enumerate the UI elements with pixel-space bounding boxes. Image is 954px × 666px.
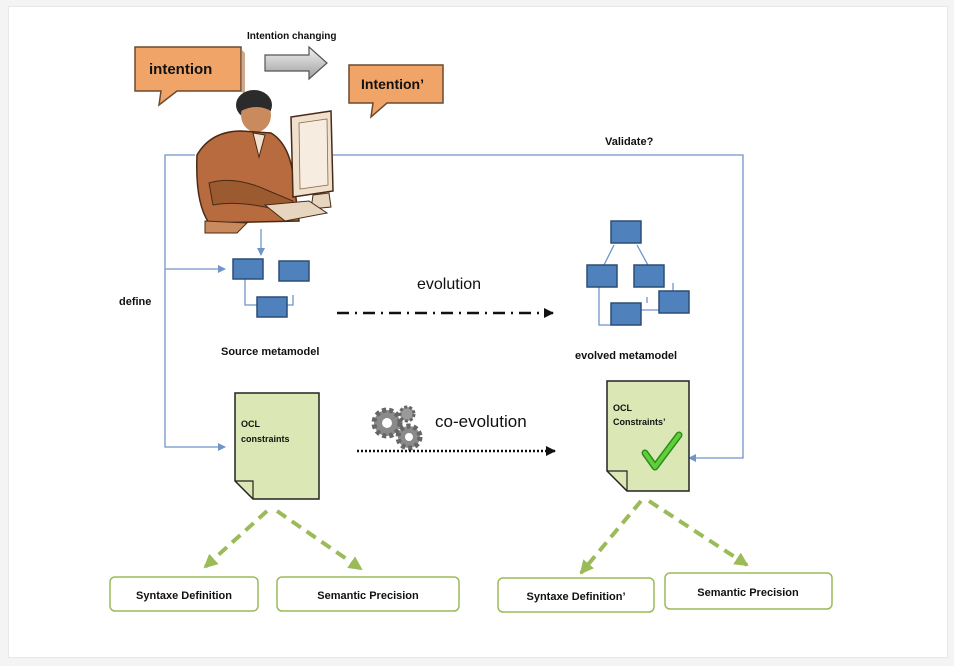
evolved-metamodel-diagram (586, 220, 690, 326)
syntax-definition-box-left: Syntaxe Definition (109, 576, 259, 612)
source-metamodel-label: Source metamodel (221, 346, 319, 358)
semantic-precision-box-right: Semantic Precision (664, 572, 833, 610)
ocl-left-line1: OCL (241, 419, 261, 429)
connectors (164, 154, 744, 462)
syntax-left-text: Syntaxe Definition (136, 590, 232, 602)
intention-changing-label: Intention changing (247, 31, 336, 42)
metamodel-node (278, 260, 310, 282)
metamodel-node (658, 290, 690, 314)
intention-text: intention (149, 61, 212, 78)
semantic-right-text: Semantic Precision (697, 587, 799, 599)
define-label: define (119, 296, 151, 308)
ocl-constraints-document (234, 392, 320, 500)
ocl-left-line2: constraints (241, 434, 290, 444)
metamodel-node (256, 296, 288, 318)
checkmark-icon (641, 431, 683, 471)
ocl-right-line2: Constraints’ (613, 417, 666, 427)
semantic-left-text: Semantic Precision (317, 590, 419, 602)
evolved-metamodel-label: evolved metamodel (575, 350, 677, 362)
syntax-right-text: Syntaxe Definition’ (526, 591, 625, 603)
metamodel-node (633, 264, 665, 288)
metamodel-node (610, 220, 642, 244)
green-dashed-arrows (203, 499, 749, 575)
intention-prime-bubble: Intention’ (348, 64, 444, 119)
metamodel-node (586, 264, 618, 288)
intention-bubble: intention (134, 46, 245, 107)
diagram-svg: intention Intention’ Intention changing … (109, 31, 833, 613)
evolution-label: evolution (417, 276, 481, 293)
source-metamodel-diagram (232, 258, 310, 318)
validate-label: Validate? (605, 136, 654, 148)
intention-prime-text: Intention’ (361, 76, 424, 92)
ocl-constraints-evolved-document (606, 380, 690, 492)
ocl-right-line1: OCL (613, 403, 633, 413)
diagram-canvas: intention Intention’ Intention changing … (8, 6, 948, 658)
gears-icon (371, 405, 423, 451)
arrow-right-icon (264, 45, 328, 81)
coevolution-label: co-evolution (435, 412, 527, 431)
person-at-computer-icon (196, 90, 334, 234)
semantic-precision-box-left: Semantic Precision (276, 576, 460, 612)
metamodel-node (610, 302, 642, 326)
syntax-definition-box-right: Syntaxe Definition’ (497, 577, 655, 613)
metamodel-node (232, 258, 264, 280)
